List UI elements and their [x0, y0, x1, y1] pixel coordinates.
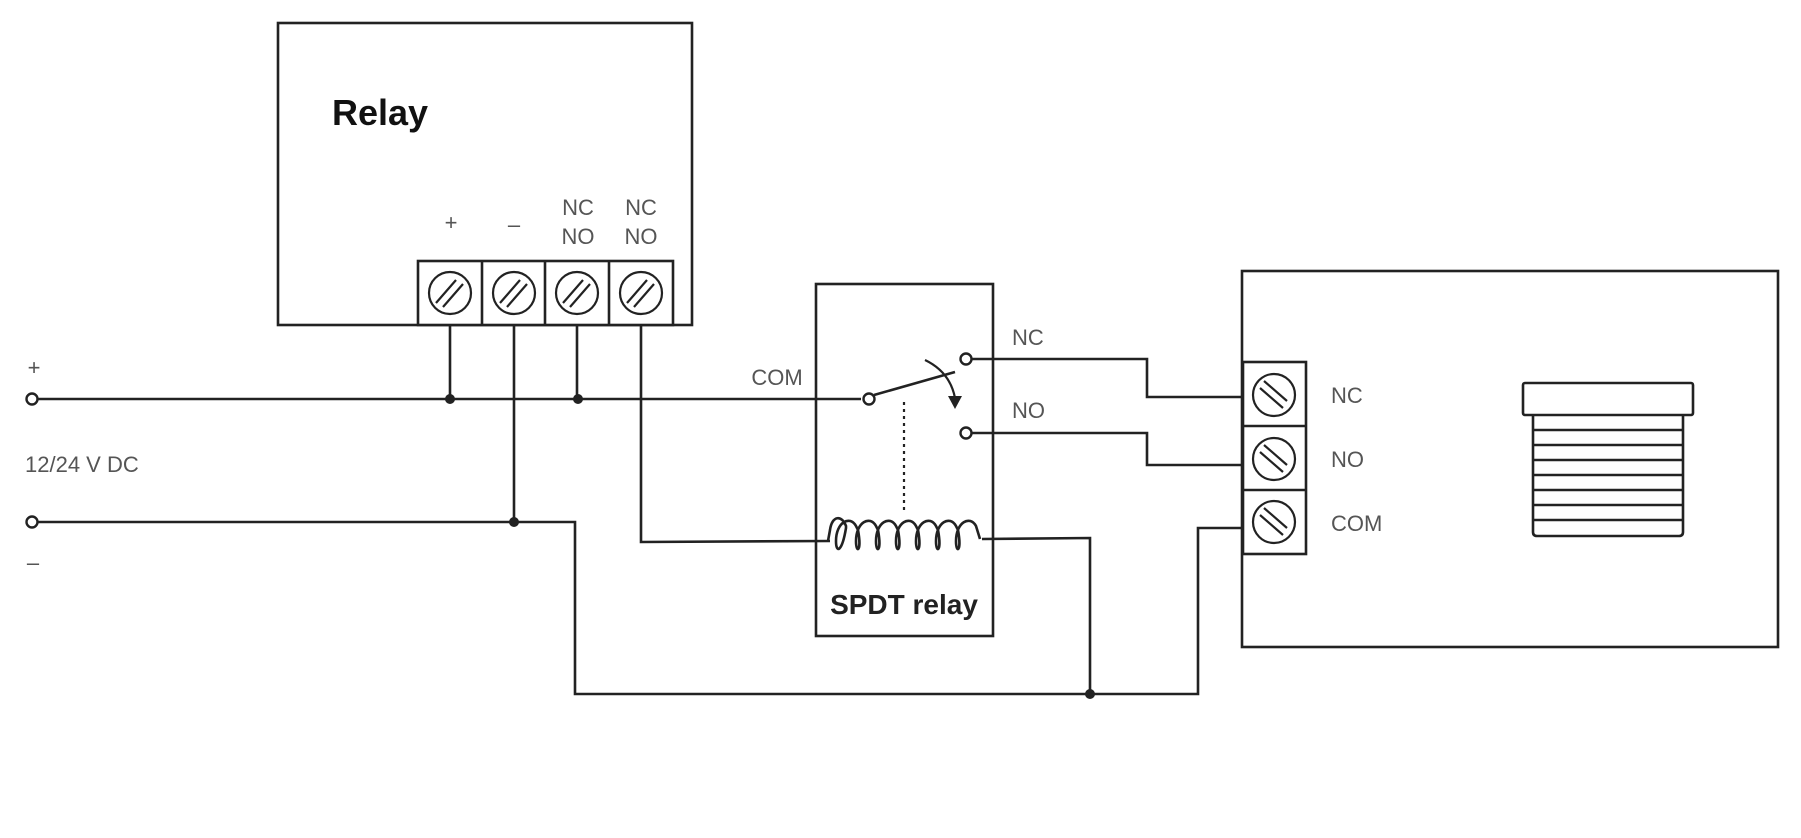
wire-coil-left	[639, 325, 831, 544]
terminal-label-3-bottom: NO	[562, 224, 595, 249]
wire-negative-rail	[38, 520, 1090, 696]
spdt-com-label: COM	[751, 365, 802, 390]
wires	[25, 325, 1245, 699]
wire-device-no	[971, 431, 1245, 467]
relay-coil	[826, 516, 982, 551]
spdt-relay: COM NC NO SPDT relay	[751, 282, 1045, 638]
shutter-curtain	[1531, 415, 1685, 538]
shutter-box-top	[1521, 381, 1695, 417]
supply-minus-label: –	[27, 550, 40, 575]
device-no-label: NO	[1331, 447, 1364, 472]
junction-dot	[445, 394, 455, 404]
terminal-label-4-top: NC	[625, 195, 657, 220]
contact-com	[862, 392, 876, 406]
power-supply: + 12/24 V DC –	[25, 355, 139, 575]
terminal-label-minus: –	[508, 212, 521, 237]
supply-plus-label: +	[28, 355, 41, 380]
supply-terminal-plus	[25, 392, 39, 406]
relay-module: Relay + – NC NO NC NO	[276, 21, 694, 327]
wire-coil-right	[981, 536, 1092, 694]
screw-terminal-plus	[427, 270, 473, 316]
junction-dot	[573, 394, 583, 404]
supply-terminal-minus	[25, 515, 39, 529]
wire-device-com	[1090, 526, 1245, 696]
contact-no	[959, 426, 973, 440]
device-terminal-block	[1241, 360, 1308, 556]
device-screw-no	[1251, 436, 1297, 482]
screw-terminal-3	[554, 270, 600, 316]
terminal-label-4-bottom: NO	[625, 224, 658, 249]
relay-terminal-block	[416, 259, 675, 327]
terminal-label-plus: +	[445, 210, 458, 235]
spdt-no-label: NO	[1012, 398, 1045, 423]
terminal-label-3-top: NC	[562, 195, 594, 220]
junction-dot	[1085, 689, 1095, 699]
junction-dot	[509, 517, 519, 527]
switch-blade	[873, 370, 956, 397]
relay-module-title: Relay	[332, 92, 428, 133]
device-box	[1240, 269, 1780, 649]
device: NC NO COM	[1240, 269, 1780, 649]
wire-device-nc	[971, 357, 1245, 399]
spdt-nc-label: NC	[1012, 325, 1044, 350]
device-nc-label: NC	[1331, 383, 1363, 408]
device-com-label: COM	[1331, 511, 1382, 536]
screw-terminal-minus	[491, 270, 537, 316]
roller-shutter-icon	[1521, 381, 1695, 538]
device-screw-nc	[1251, 372, 1297, 418]
spdt-relay-title: SPDT relay	[830, 589, 978, 620]
switch-arrow-curve	[924, 359, 957, 399]
spdt-relay-box	[814, 282, 995, 638]
contact-nc	[959, 352, 973, 366]
screw-terminal-4	[618, 270, 664, 316]
switch-arrow-head	[948, 396, 962, 409]
supply-voltage-label: 12/24 V DC	[25, 452, 139, 477]
device-screw-com	[1251, 499, 1297, 545]
